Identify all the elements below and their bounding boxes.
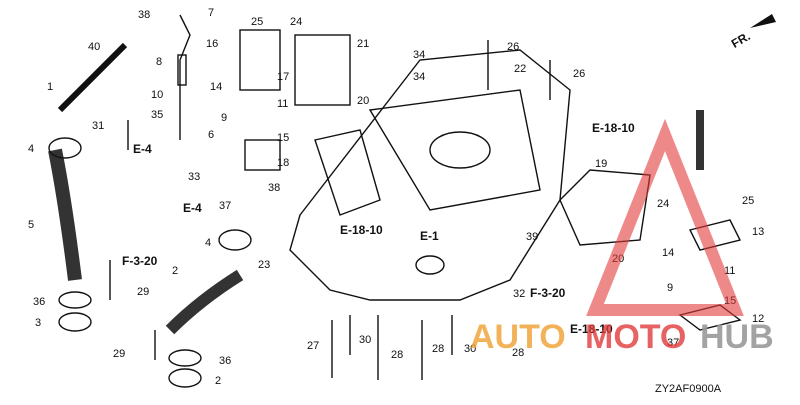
ref-label: F-3-20 — [122, 254, 158, 268]
seal-3 — [58, 312, 92, 332]
reference-labels: E-4 E-4 F-3-20 E-18-10 E-1 F-3-20 E-18-1… — [122, 121, 635, 336]
callout: 25 — [742, 195, 754, 207]
arrow-icon — [750, 14, 776, 28]
callout: 2 — [172, 265, 178, 277]
callout: 18 — [277, 157, 289, 169]
callout: 7 — [208, 7, 214, 19]
ref-label: E-18-10 — [570, 322, 613, 336]
callout: 36 — [33, 296, 45, 308]
body-13 — [688, 219, 742, 251]
callout: 24 — [290, 16, 302, 28]
callout: 37 — [219, 200, 231, 212]
hose-40 — [57, 42, 128, 113]
callout: 5 — [28, 219, 34, 231]
ref-label: F-3-20 — [530, 286, 566, 300]
seal-2 — [168, 368, 202, 388]
callout: 16 — [206, 38, 218, 50]
callout: 34 — [413, 49, 425, 61]
callout: 30 — [359, 334, 371, 346]
callout: 26 — [507, 41, 519, 53]
callout: 35 — [151, 109, 163, 121]
callout: 3 — [35, 317, 41, 329]
callout: 4 — [205, 237, 211, 249]
callout: 36 — [219, 355, 231, 367]
ref-label: E-1 — [420, 229, 439, 243]
gasket-21 — [294, 34, 351, 106]
callout: 34 — [413, 71, 425, 83]
callout: 32 — [513, 288, 525, 300]
oil-case-port — [429, 131, 491, 169]
oil-case-top-face — [368, 89, 541, 211]
callout: 21 — [357, 38, 369, 50]
callout: 20 — [357, 95, 369, 107]
watermark-moto: MOTO — [585, 318, 686, 356]
bracket-18 — [244, 139, 281, 171]
callout: 17 — [277, 71, 289, 83]
callout: 12 — [752, 313, 764, 325]
watermark: AUTO MOTO HUB — [470, 118, 774, 356]
callout: 24 — [657, 198, 669, 210]
callout: 28 — [391, 349, 403, 361]
callout: 6 — [208, 129, 214, 141]
cover-17 — [239, 29, 281, 91]
ref-label: E-4 — [183, 201, 202, 215]
callout: 8 — [156, 56, 162, 68]
callout: 29 — [137, 286, 149, 298]
callout: 14 — [662, 247, 674, 259]
ref-label: E-4 — [133, 142, 152, 156]
spring-8 — [177, 54, 187, 86]
ref-label: E-18-10 — [592, 121, 635, 135]
grommet-4b — [218, 229, 252, 251]
callout: 19 — [595, 158, 607, 170]
callout: 13 — [752, 226, 764, 238]
oil-case-mount — [314, 129, 381, 216]
callout: 28 — [512, 347, 524, 359]
direction-label: FR. — [729, 29, 753, 51]
callout: 40 — [88, 41, 100, 53]
callout: 39 — [526, 231, 538, 243]
callout: 29 — [113, 348, 125, 360]
front-direction: FR. — [729, 14, 776, 51]
callout: 23 — [258, 259, 270, 271]
watermark-hub: HUB — [700, 318, 774, 356]
callout: 27 — [307, 340, 319, 352]
callout: 10 — [151, 89, 163, 101]
callout: 38 — [138, 9, 150, 21]
ring-36a — [58, 291, 92, 309]
watermark-auto: AUTO — [470, 318, 566, 356]
grommet-4a — [48, 137, 82, 159]
callout: 22 — [514, 63, 526, 75]
ref-label: E-18-10 — [340, 223, 383, 237]
valve-stack — [179, 14, 191, 140]
callout: 11 — [724, 265, 735, 277]
callout: 1 — [47, 81, 53, 93]
callout: 28 — [432, 343, 444, 355]
tube-2 — [165, 269, 244, 335]
diagram-code: ZY2AF0900A — [655, 383, 722, 395]
drawing-lines — [48, 14, 742, 388]
callout: 9 — [221, 112, 227, 124]
callout: 2 — [215, 375, 221, 387]
callout: 26 — [573, 68, 585, 80]
callout: 38 — [268, 182, 280, 194]
oil-case-outline — [289, 49, 571, 301]
callout: 4 — [28, 143, 34, 155]
callout: 31 — [92, 120, 104, 132]
callout: 14 — [210, 81, 222, 93]
callout: 9 — [667, 282, 673, 294]
callout: 33 — [188, 171, 200, 183]
tube-5 — [48, 148, 82, 281]
cover-19 — [559, 169, 651, 246]
callout-labels: 1 2 2 3 4 4 5 6 7 8 9 9 10 11 11 12 13 1… — [28, 7, 764, 387]
callout: 30 — [464, 343, 476, 355]
callout: 25 — [251, 16, 263, 28]
callout: 37 — [667, 337, 679, 349]
ring-36b — [168, 349, 202, 367]
oil-case-drain — [415, 255, 445, 275]
watermark-triangle — [586, 118, 744, 316]
callout: 15 — [277, 132, 289, 144]
callout: 11 — [277, 98, 288, 110]
